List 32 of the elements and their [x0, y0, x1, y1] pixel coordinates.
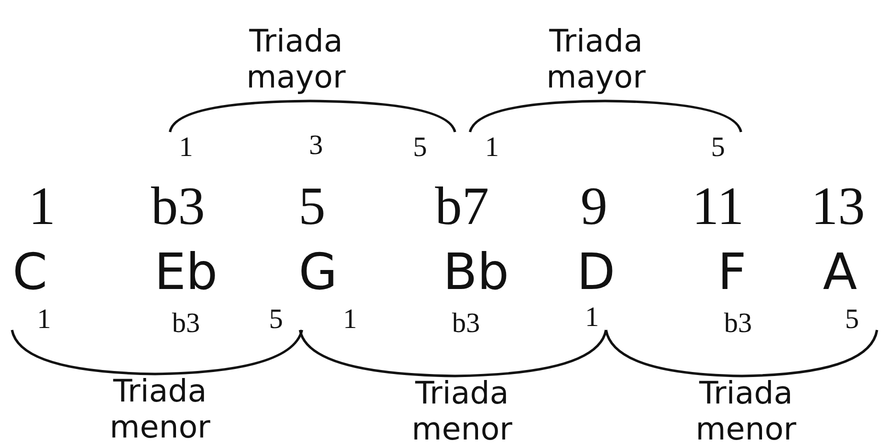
interval-number: 5: [711, 134, 725, 162]
note-name: G: [298, 247, 338, 297]
note-name: F: [718, 247, 746, 297]
chord-degree: 1: [28, 179, 56, 233]
interval-number: 3: [309, 132, 323, 160]
chord-degree: 13: [811, 179, 865, 233]
chord-degree: 5: [298, 179, 326, 233]
chord-label: Triada menor: [694, 376, 798, 448]
interval-number: 5: [845, 306, 859, 334]
note-name: D: [576, 247, 616, 297]
chord-degree: b3: [151, 179, 205, 233]
chord-degree: b7: [435, 179, 489, 233]
interval-number: 5: [413, 134, 427, 162]
interval-number: 1: [179, 134, 193, 162]
chord-label: Triada mayor: [245, 24, 347, 96]
chord-degree: 9: [580, 179, 608, 233]
chord-label: Triada menor: [410, 376, 514, 448]
interval-number: b3: [452, 310, 480, 338]
interval-number: b3: [172, 310, 200, 338]
interval-number: 5: [269, 306, 283, 334]
note-name: A: [822, 247, 858, 297]
interval-number: b3: [724, 310, 752, 338]
interval-number: 1: [585, 304, 599, 332]
interval-number: 1: [485, 134, 499, 162]
note-name: C: [12, 247, 48, 297]
interval-number: 1: [343, 306, 357, 334]
chord-label: Triada menor: [108, 374, 212, 446]
note-name: Bb: [442, 247, 510, 297]
note-name: Eb: [154, 247, 218, 297]
interval-number: 1: [37, 306, 51, 334]
chord-degree: 11: [692, 179, 744, 233]
chord-label: Triada mayor: [545, 24, 647, 96]
